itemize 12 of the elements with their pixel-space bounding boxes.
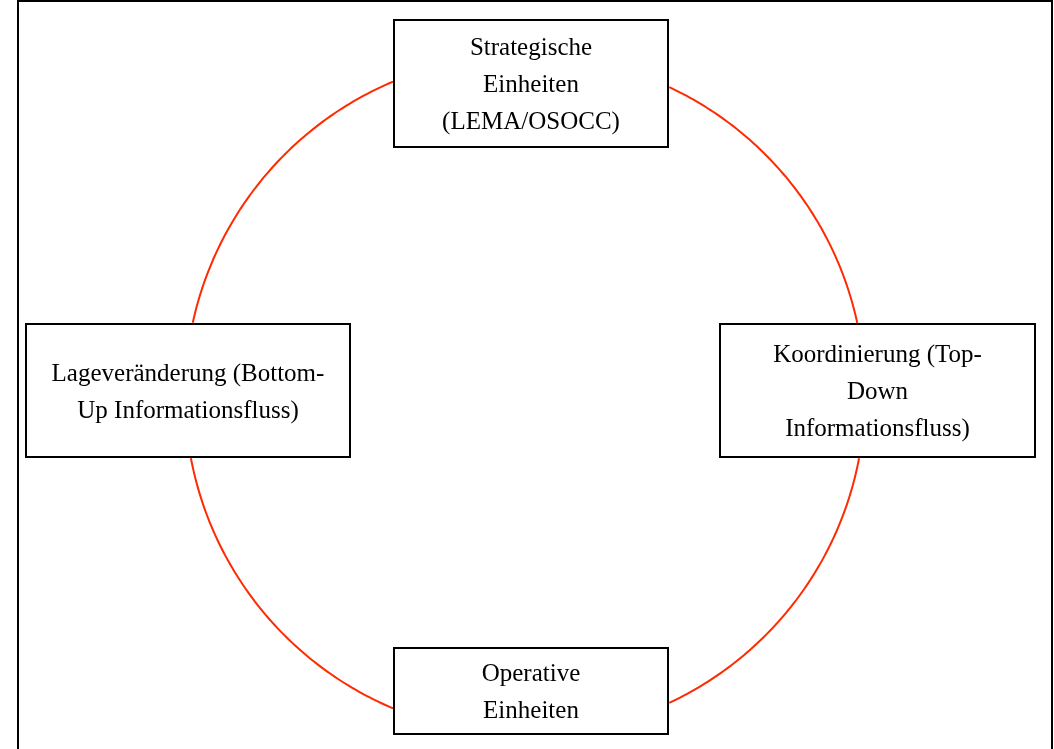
box-label: Koordinierung (Top-Down Informationsfluss) <box>772 339 983 444</box>
box-label: Strategische Einheiten (LEMA/OSOCC) <box>441 32 621 137</box>
connector-arc <box>191 80 394 324</box>
process-box <box>393 647 669 735</box>
process-box <box>719 323 1036 458</box>
connector-arc <box>668 86 859 324</box>
connector-arc <box>668 457 861 704</box>
connector-arc <box>189 457 394 710</box>
process-box <box>25 323 351 458</box>
box-label: Lageveränderung (Bottom-Up Informationsfluss) <box>50 357 326 426</box>
process-box <box>393 19 669 148</box>
box-label: Operative Einheiten <box>480 658 582 725</box>
